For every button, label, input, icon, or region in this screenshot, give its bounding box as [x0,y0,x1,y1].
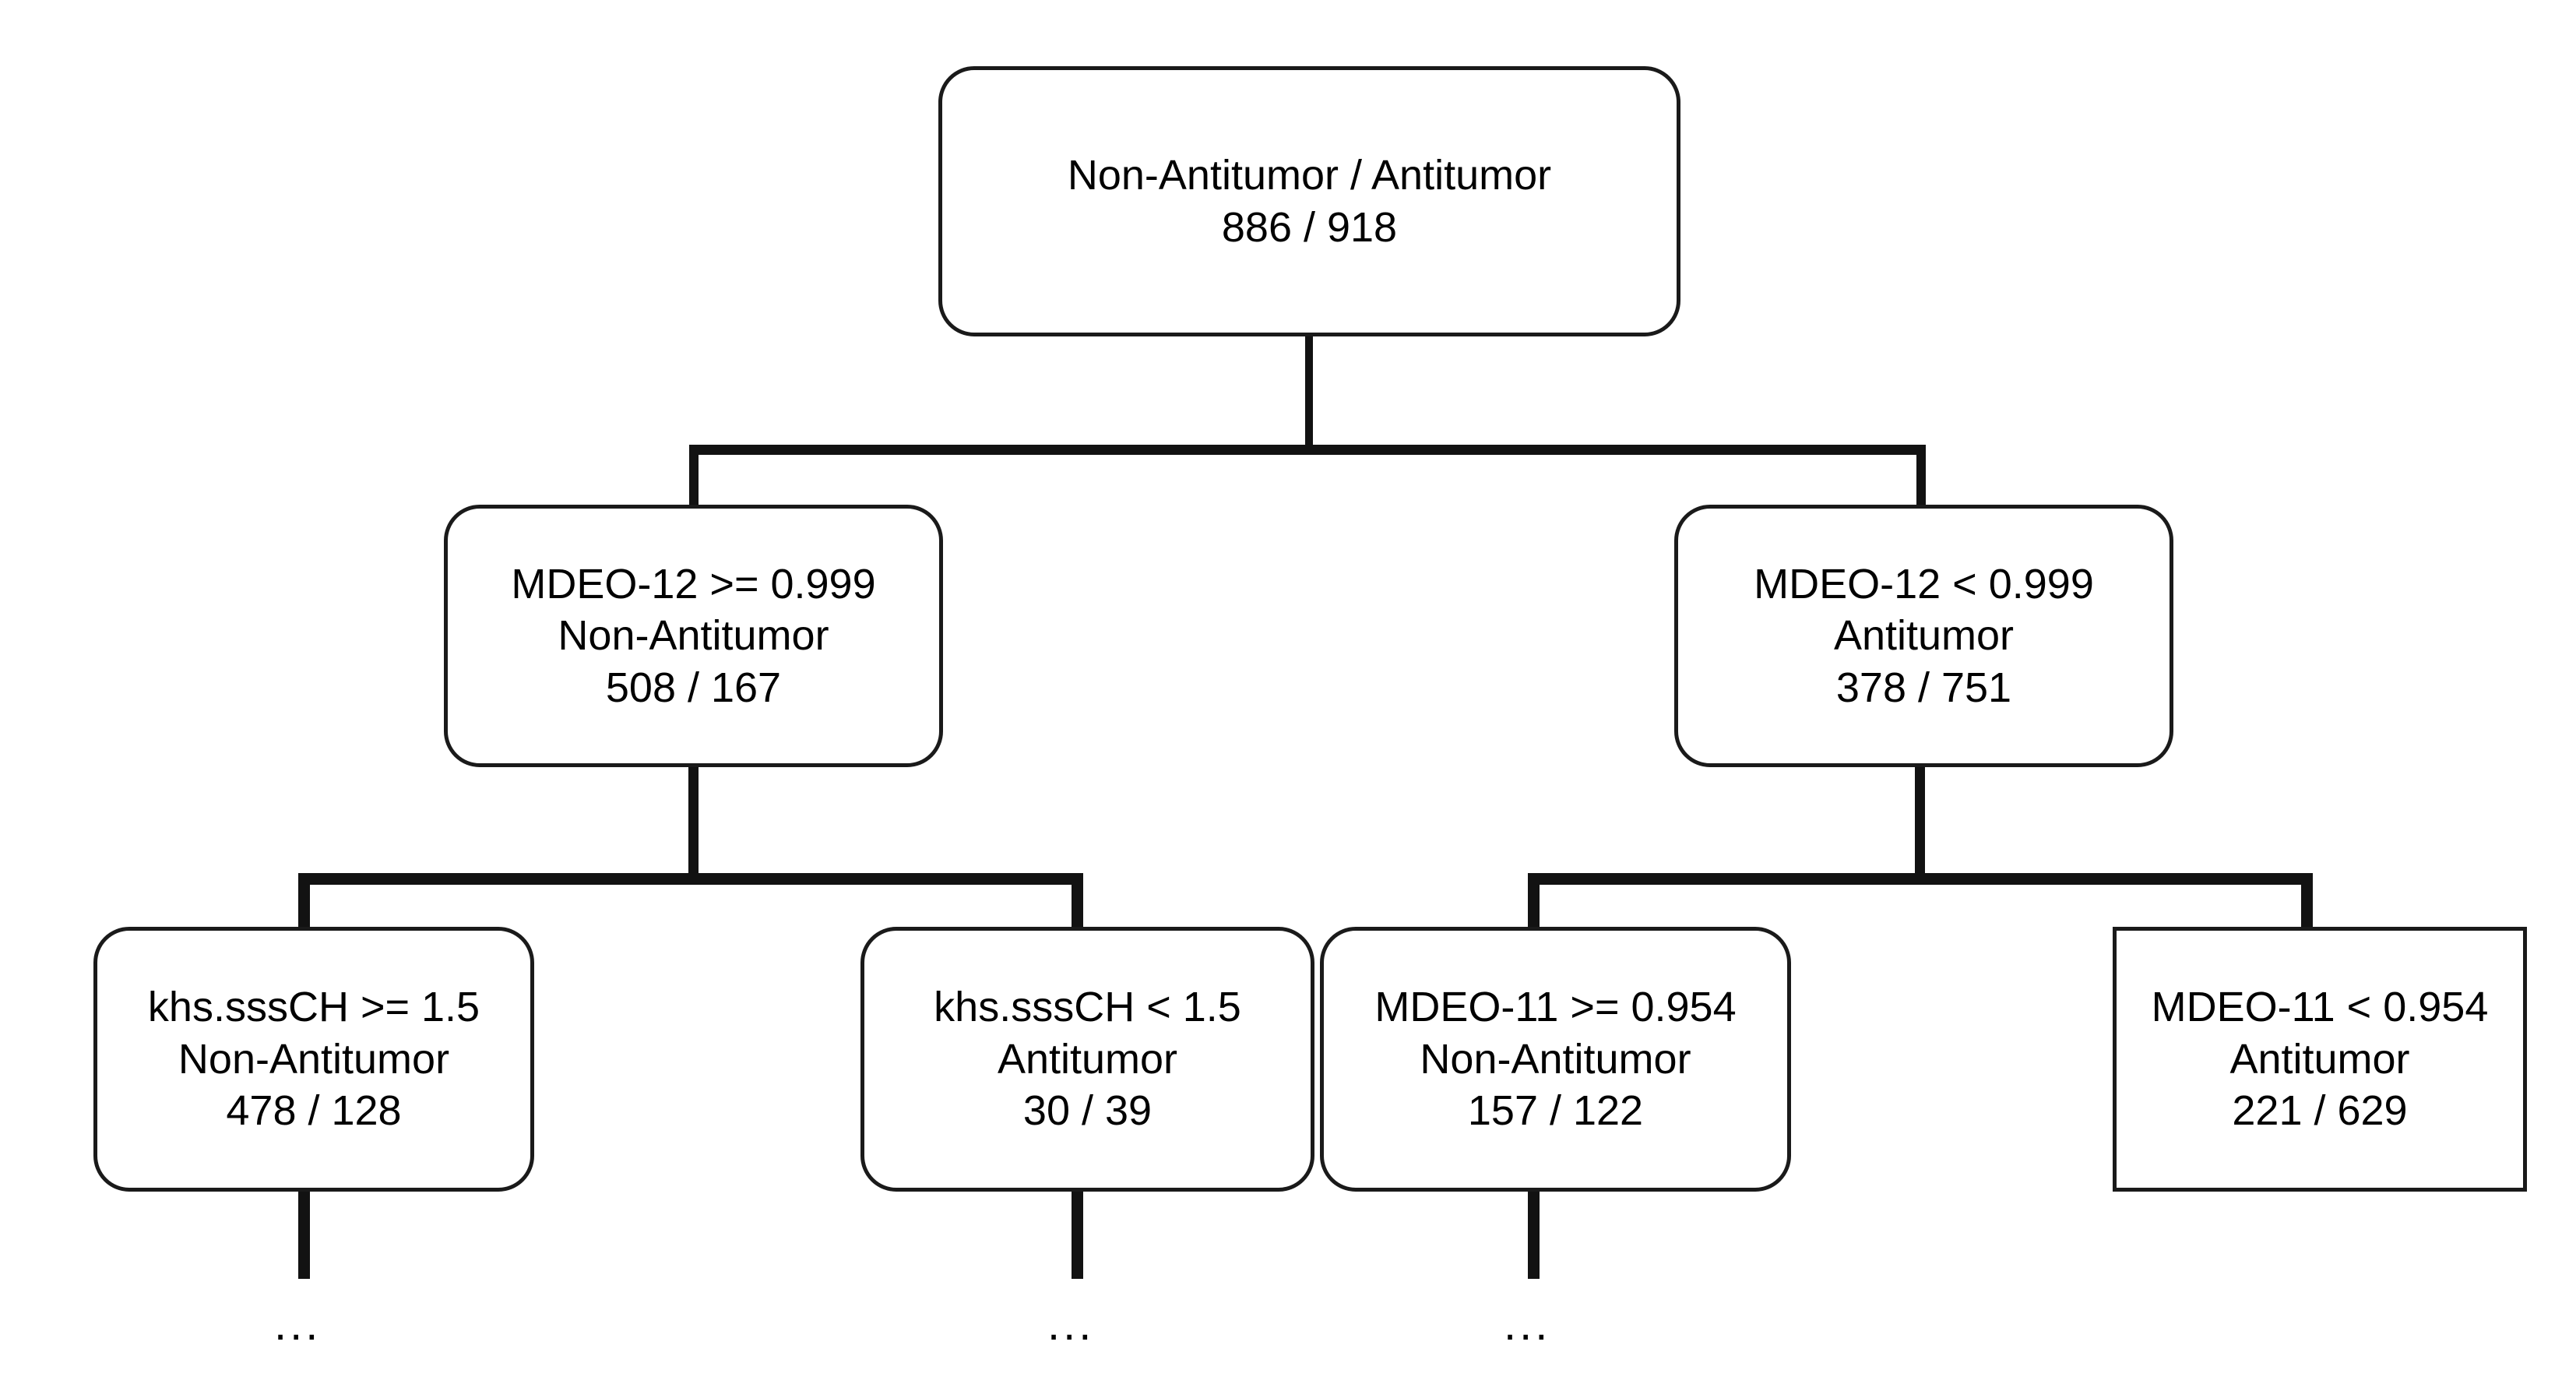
node-condition: MDEO-11 >= 0.954 [1374,984,1737,1031]
truncation-ellipsis-leaf-2: ... [1047,1299,1095,1350]
truncation-ellipsis-leaf-1: ... [274,1299,322,1350]
node-prediction: Antitumor [1833,612,2015,660]
node-condition: khs.sssCH < 1.5 [934,984,1241,1031]
connector-to-leaf-3 [1528,873,1540,935]
connector-to-right-branch [1916,445,1926,509]
connector-right-leaves-bar [1528,873,2313,885]
node-root-header: Non-Antitumor / Antitumor [1067,152,1552,199]
node-counts: 157 / 122 [1467,1087,1644,1135]
connector-leaf-2-descender [1072,1192,1083,1279]
node-prediction: Non-Antitumor [1420,1035,1691,1083]
connector-leaf-3-descender [1528,1192,1540,1279]
connector-level1-bar [689,445,1926,455]
node-root-counts: 886 / 918 [1221,203,1398,251]
tree-node-mdeo12-ge[interactable]: MDEO-12 >= 0.999 Non-Antitumor 508 / 167 [444,505,943,767]
connector-left-leaves-bar [298,873,1083,885]
connector-left-branch-stem [688,767,699,878]
node-prediction: Antitumor [2229,1035,2410,1083]
connector-to-leaf-1 [298,873,310,935]
node-counts: 478 / 128 [226,1087,402,1135]
node-counts: 221 / 629 [2232,1087,2408,1135]
node-condition: khs.sssCH >= 1.5 [147,984,480,1031]
connector-leaf-1-descender [298,1192,310,1279]
connector-root-stem [1305,336,1313,449]
connector-to-leaf-2 [1072,873,1083,935]
tree-node-root[interactable]: Non-Antitumor / Antitumor 886 / 918 [938,66,1680,336]
node-prediction: Antitumor [997,1035,1178,1083]
tree-node-mdeo11-ge[interactable]: MDEO-11 >= 0.954 Non-Antitumor 157 / 122 [1320,927,1791,1192]
connector-right-branch-stem [1915,767,1925,878]
node-counts: 30 / 39 [1022,1087,1153,1135]
node-condition: MDEO-11 < 0.954 [2151,984,2489,1031]
tree-node-khssssch-ge[interactable]: khs.sssCH >= 1.5 Non-Antitumor 478 / 128 [93,927,534,1192]
tree-node-mdeo11-lt[interactable]: MDEO-11 < 0.954 Antitumor 221 / 629 [2113,927,2527,1192]
tree-node-mdeo12-lt[interactable]: MDEO-12 < 0.999 Antitumor 378 / 751 [1674,505,2173,767]
tree-node-khssssch-lt[interactable]: khs.sssCH < 1.5 Antitumor 30 / 39 [860,927,1314,1192]
node-counts: 378 / 751 [1835,664,2012,711]
truncation-ellipsis-leaf-3: ... [1504,1299,1551,1350]
node-condition: MDEO-12 < 0.999 [1754,560,2094,607]
node-condition: MDEO-12 >= 0.999 [511,560,876,607]
connector-to-leaf-4 [2301,873,2313,935]
node-prediction: Non-Antitumor [178,1035,450,1083]
node-counts: 508 / 167 [605,664,782,711]
connector-to-left-branch [689,445,699,509]
node-prediction: Non-Antitumor [558,612,829,660]
